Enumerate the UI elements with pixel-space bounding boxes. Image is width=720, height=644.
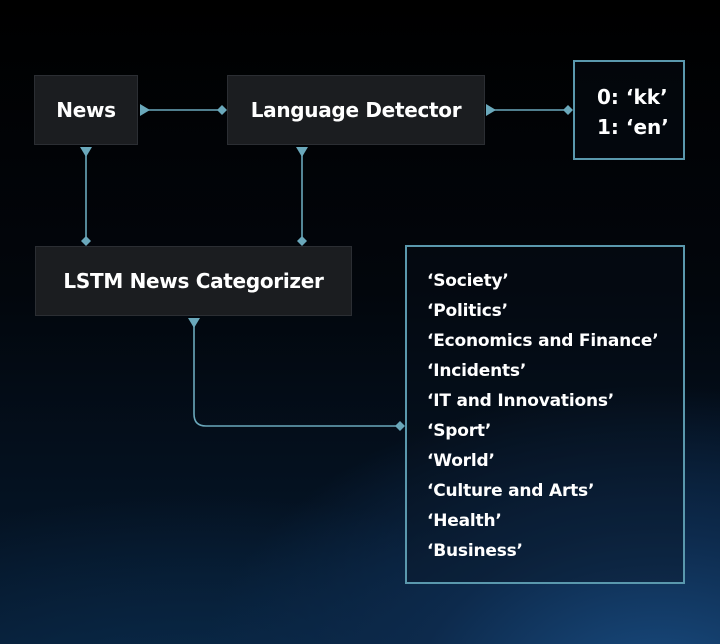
lstm-categorizer-label: LSTM News Categorizer (63, 269, 324, 293)
category-item: ‘Business’ (427, 541, 523, 561)
arrow-tail (486, 104, 496, 116)
categories-box: ‘Society’ ‘Politics’ ‘Economics and Fina… (405, 245, 685, 584)
category-item: ‘Sport’ (427, 421, 492, 441)
news-node-label: News (56, 98, 116, 122)
category-item: ‘World’ (427, 451, 495, 471)
arrow-tail (140, 104, 150, 116)
categories-list: ‘Society’ ‘Politics’ ‘Economics and Fina… (427, 266, 659, 566)
language-detector-node: Language Detector (227, 75, 485, 145)
language-code-item: 0: ‘kk’ (597, 85, 668, 109)
language-detector-label: Language Detector (250, 98, 462, 122)
language-codes-box: 0: ‘kk’ 1: ‘en’ (573, 60, 685, 160)
edge-lstm-categories (193, 324, 398, 427)
category-item: ‘Politics’ (427, 301, 508, 321)
news-node: News (34, 75, 138, 145)
language-codes-list: 0: ‘kk’ 1: ‘en’ (597, 82, 669, 142)
category-item: ‘Culture and Arts’ (427, 481, 595, 501)
arrow-tail (296, 147, 308, 157)
arrow-head-diamond (395, 421, 405, 431)
arrow-head-diamond (217, 105, 227, 115)
category-item: ‘Economics and Finance’ (427, 331, 659, 351)
arrow-tail (188, 318, 200, 328)
category-item: ‘IT and Innovations’ (427, 391, 615, 411)
category-item: ‘Incidents’ (427, 361, 527, 381)
category-item: ‘Society’ (427, 271, 509, 291)
lstm-categorizer-node: LSTM News Categorizer (35, 246, 352, 316)
arrow-head-diamond (81, 236, 91, 246)
arrow-head-diamond (297, 236, 307, 246)
arrow-head-diamond (563, 105, 573, 115)
category-item: ‘Health’ (427, 511, 502, 531)
language-code-item: 1: ‘en’ (597, 115, 669, 139)
arrow-tail (80, 147, 92, 157)
